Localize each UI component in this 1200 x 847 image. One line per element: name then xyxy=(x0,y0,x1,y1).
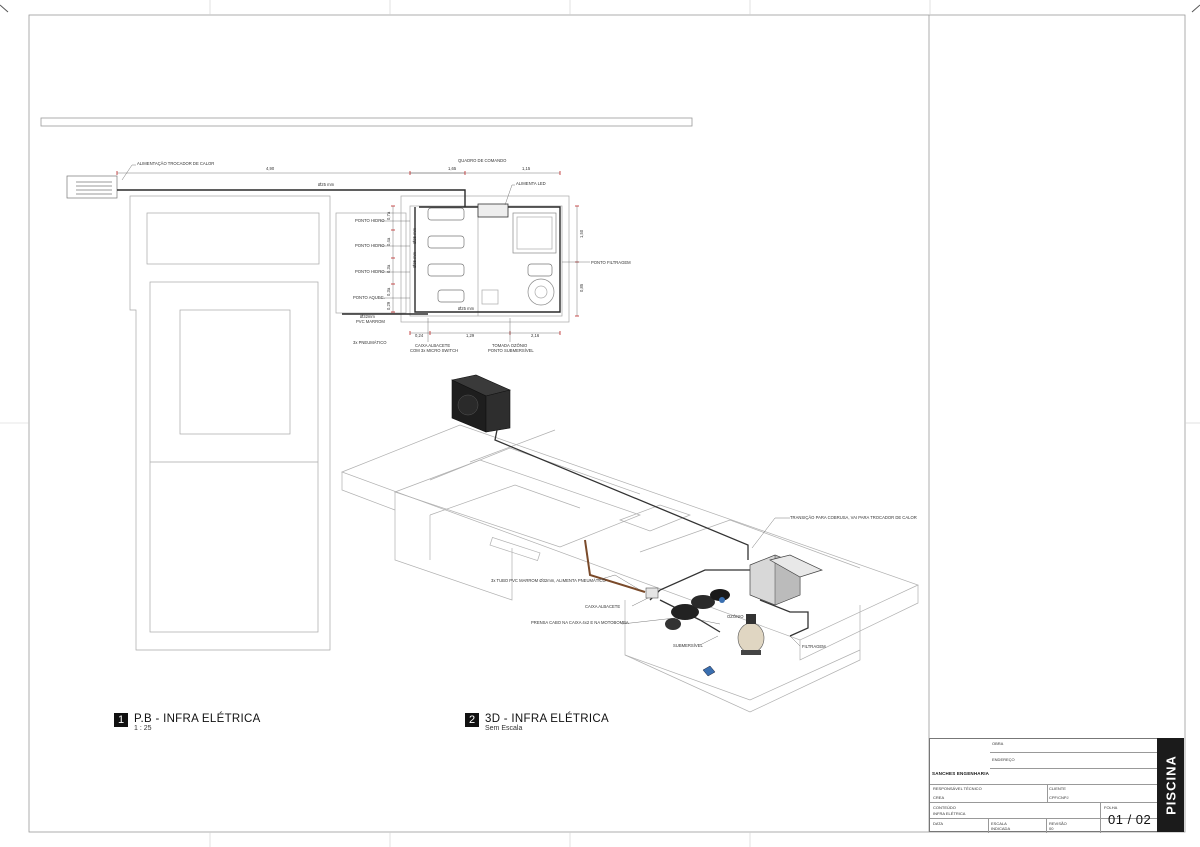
dim-0-4a: 0,4a xyxy=(386,237,391,246)
label-jet-point-1: PONTO HIDRO xyxy=(355,218,385,223)
label-pvc-pipe: Ø32mm xyxy=(360,314,375,319)
label-iso-albacete: CAIXA ALBACETE xyxy=(585,604,620,609)
plan-dimension-lines xyxy=(117,172,578,334)
iso-pumps xyxy=(665,589,730,630)
tb-responsavel-label: RESPONSÁVEL TÉCNICO xyxy=(933,786,982,791)
dim-1-29: 1,29 xyxy=(466,333,475,338)
dim-2-16: 2,16 xyxy=(531,333,540,338)
heat-exchanger-plan xyxy=(66,175,118,199)
sheet-border xyxy=(28,14,1186,833)
label-socket-1: TOMADA OZÔNIO xyxy=(492,343,528,348)
sheet-number: 01 / 02 xyxy=(1108,812,1152,827)
label-conduit-main: Ø25 mm xyxy=(318,182,335,187)
label-pvc-material: PVC MARROM xyxy=(356,319,385,324)
iso-leaders xyxy=(597,517,801,647)
view-number-1: 1 xyxy=(114,713,128,727)
label-cable-gland: PRENSA CABO NA CAIXA 4x2 E NA MOTOBOMBA xyxy=(531,620,629,625)
corner-mark-tl xyxy=(0,4,9,13)
iso-control-panel xyxy=(749,554,823,606)
tb-endereco-label: ENDEREÇO xyxy=(992,757,1015,762)
corner-mark-tr xyxy=(1191,4,1200,13)
tb-revisao-label: REVISÃO xyxy=(1049,821,1067,826)
tb-crea-label: CREA xyxy=(933,795,945,800)
plan-pumps xyxy=(427,207,553,303)
view-scale-1: 1 : 25 xyxy=(134,725,152,732)
label-pvc-tubes: 3x TUBO PVC MARROM Ø32mm, ALIMENTA PNEUM… xyxy=(491,578,607,583)
tb-conteudo-value: INFRA ELÉTRICA xyxy=(933,811,966,816)
tb-escala-label: ESCALA xyxy=(991,821,1007,826)
iso-sand-filter xyxy=(737,614,765,655)
iso-albacete-box xyxy=(645,587,659,599)
label-led-power: ALIMENTA LED xyxy=(516,181,546,186)
iso-heat-pump xyxy=(451,374,511,433)
dim-1-15: 1,15 xyxy=(522,166,531,171)
iso-pvc-tube xyxy=(584,539,646,593)
dim-0-85: 0,85 xyxy=(579,283,584,292)
label-submersible: SUBMERSÍVEL xyxy=(673,643,703,648)
tb-data-label: DATA xyxy=(933,821,944,826)
control-panel-plan xyxy=(477,203,509,218)
label-conduit-vertical-2: Ø25 mm xyxy=(412,251,417,268)
dim-4-90: 4,90 xyxy=(266,166,275,171)
dim-0-3a-2: 0,3a xyxy=(386,287,391,296)
tb-cliente-label: CLIENTE xyxy=(1049,786,1066,791)
iso-cables xyxy=(494,429,809,637)
header-strip xyxy=(40,117,693,127)
view-title-2: 2 3D - INFRA ELÉTRICA Sem Escala xyxy=(465,713,609,733)
dim-1-65: 1,65 xyxy=(448,166,457,171)
view-scale-2: Sem Escala xyxy=(485,725,523,732)
label-conduit-bottom: Ø25 mm xyxy=(458,306,475,311)
discipline-banner: PISCINA xyxy=(1157,738,1184,832)
label-socket-2: PONTO SUBMERSÍVEL xyxy=(488,348,534,353)
label-box-albacete-2: COM 3x MICRO SWITCH xyxy=(410,348,458,353)
label-jet-point-2: PONTO HIDRO xyxy=(355,243,385,248)
dim-0-29: 0,29 xyxy=(386,301,391,310)
label-box-albacete-1: CAIXA ALBACETE xyxy=(415,343,450,348)
label-ozone: OZÔNIO xyxy=(727,614,744,619)
tb-conteudo-label: CONTEÚDO xyxy=(933,805,956,810)
discipline-label: PISCINA xyxy=(1163,755,1178,815)
plan-conduits xyxy=(117,189,561,315)
label-control-panel: QUADRO DE COMANDO xyxy=(458,158,507,163)
label-filtration-point: PONTO FILTRAGEM xyxy=(591,260,631,265)
label-transition: TRANSIÇÃO PARA COBRUSA, VAI PARA TROCADO… xyxy=(790,515,917,520)
tb-revisao-value: 00 xyxy=(1049,826,1054,831)
label-heating-point: PONTO AQUEC. xyxy=(353,295,385,300)
label-conduit-vertical-1: Ø25 mm xyxy=(412,227,417,244)
company-name: SANCHES ENGENHARIA xyxy=(932,771,990,776)
dim-0-3a-1: 0,3a xyxy=(386,264,391,273)
view-title-text-2: 3D - INFRA ELÉTRICA xyxy=(485,713,609,725)
iso-submersible-light xyxy=(702,665,716,677)
tb-obra-label: OBRA xyxy=(992,741,1004,746)
label-filtration: FILTRAGEM xyxy=(802,644,826,649)
view-title-text-1: P.B - INFRA ELÉTRICA xyxy=(134,713,261,725)
label-heat-exchanger-power: ALIMENTAÇÃO TROCADOR DE CALOR xyxy=(137,161,214,166)
tb-folha-label: FOLHA xyxy=(1104,805,1118,810)
dim-0-7a: 0,7a xyxy=(386,211,391,220)
view-number-2: 2 xyxy=(465,713,479,727)
dim-0-24: 0,24 xyxy=(415,333,424,338)
tb-escala-value: INDICADA xyxy=(991,826,1011,831)
tb-cpf-label: CPF/CNPJ xyxy=(1049,795,1069,800)
plan-dimension-ticks xyxy=(116,171,579,335)
plan-leaders xyxy=(121,164,590,342)
label-pneumatic: 3x PNEUMÁTICO xyxy=(353,340,387,345)
label-jet-point-3: PONTO HIDRO xyxy=(355,269,385,274)
dim-1-50: 1,50 xyxy=(579,229,584,238)
iso-structure xyxy=(341,424,919,713)
view-title-1: 1 P.B - INFRA ELÉTRICA 1 : 25 xyxy=(114,713,261,733)
